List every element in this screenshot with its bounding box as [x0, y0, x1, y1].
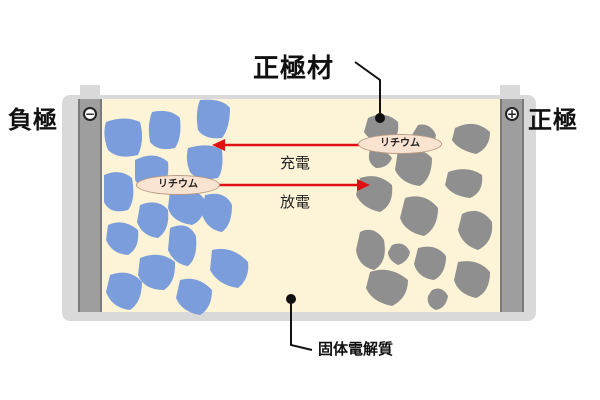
negative-current-collector	[78, 99, 102, 312]
positive-electrode-label: 正極	[528, 106, 578, 134]
plus-icon: +	[505, 107, 519, 121]
positive-terminal-tab	[500, 85, 520, 97]
negative-electrode-label: 負極	[8, 106, 58, 134]
electrolyte-dot	[286, 294, 296, 304]
anode-particles	[104, 99, 249, 315]
discharge-label: 放電	[280, 193, 311, 211]
lithium-ion-right: リチウム	[358, 134, 442, 154]
leader-lines	[290, 61, 381, 351]
cathode-material-label: 正極材	[253, 54, 335, 84]
positive-current-collector	[500, 99, 524, 312]
charge-label: 充電	[280, 154, 311, 172]
arrows	[212, 139, 370, 191]
minus-icon: −	[83, 107, 97, 121]
lithium-ion-left: リチウム	[136, 175, 220, 195]
solid-electrolyte-label: 固体電解質	[318, 340, 394, 358]
cathode-material-dot	[375, 113, 385, 123]
negative-terminal-tab	[80, 85, 100, 97]
